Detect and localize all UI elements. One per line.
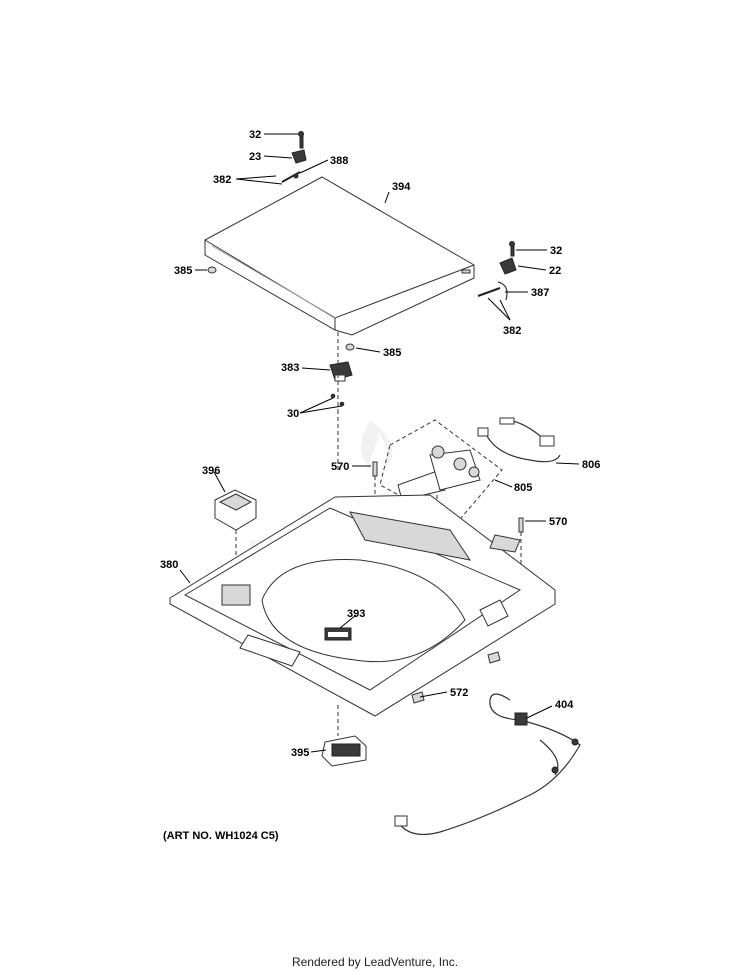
callout-385-bottom: 385	[383, 347, 401, 359]
callout-570-right: 570	[549, 516, 567, 528]
cable-404	[394, 693, 581, 835]
leader-lines	[179, 133, 580, 753]
callout-394: 394	[392, 181, 411, 193]
hinge-right-22	[499, 241, 517, 275]
callout-393: 393	[347, 608, 365, 620]
callout-396: 396	[202, 465, 220, 477]
lid-lock-383	[329, 361, 353, 407]
callout-572: 572	[450, 687, 468, 699]
callout-380: 380	[160, 559, 178, 571]
callout-385-left: 385	[174, 265, 192, 277]
hinge-left-23	[291, 131, 307, 164]
pin-387	[477, 281, 508, 301]
callout-32-right: 32	[550, 245, 562, 257]
callout-383: 383	[281, 362, 299, 374]
screw-570-right	[518, 517, 524, 580]
lid-394	[204, 176, 475, 336]
callout-382-right: 382	[503, 325, 521, 337]
callout-395: 395	[291, 747, 309, 759]
top-panel-380	[169, 494, 556, 717]
clip-572	[411, 651, 501, 704]
callout-388: 388	[330, 155, 348, 167]
callout-382-left: 382	[213, 174, 231, 186]
rendered-by-footer: Rendered by LeadVenture, Inc.	[291, 955, 459, 969]
lid-switch-395	[321, 705, 367, 767]
art-number-label: (ART NO. WH1024 C5)	[163, 830, 279, 842]
callout-22: 22	[549, 265, 561, 277]
callout-30: 30	[287, 408, 299, 420]
screw-570-left	[372, 461, 378, 498]
callout-404: 404	[555, 699, 574, 711]
pin-388	[281, 171, 301, 183]
callout-23: 23	[249, 151, 261, 163]
callout-805: 805	[514, 482, 532, 494]
dispenser-396	[214, 489, 257, 590]
callout-570-left: 570	[331, 461, 349, 473]
bumper-385	[207, 266, 355, 351]
callout-806: 806	[582, 459, 600, 471]
callout-387: 387	[531, 287, 549, 299]
harness-806	[477, 417, 561, 463]
callout-labels: 32 23 388 382 394 32 22 387 382 385 385 …	[160, 129, 600, 759]
water-valve-805	[379, 419, 503, 526]
callout-32-top: 32	[249, 129, 261, 141]
